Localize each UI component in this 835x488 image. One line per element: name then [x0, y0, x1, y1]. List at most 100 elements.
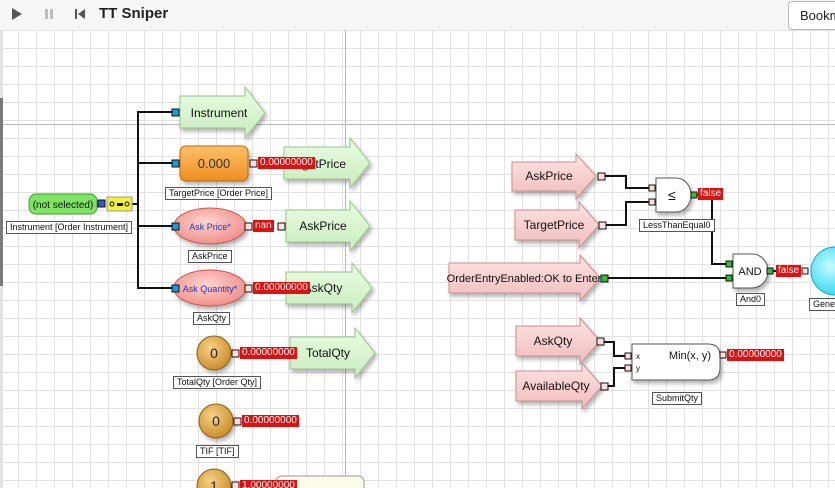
min-node-value: 0.00000000	[727, 349, 784, 361]
scroll-track[interactable]	[0, 30, 3, 488]
ask-qty-in-text: AskQty	[534, 334, 573, 348]
min-port-x-label: x	[636, 352, 640, 361]
instrument-source-label: Instrument [Order Instrument]	[6, 221, 133, 234]
bottom-input-text: 1	[210, 478, 218, 488]
order-entry-text: OrderEntryEnabled:OK to Enter	[447, 273, 602, 285]
app-title: TT Sniper	[99, 5, 169, 22]
port[interactable]	[231, 481, 240, 488]
port[interactable]	[624, 352, 632, 360]
port[interactable]	[725, 260, 733, 268]
port[interactable]	[648, 184, 656, 192]
connector-bar	[117, 203, 123, 206]
ask-price-output-arrow[interactable]	[285, 199, 371, 253]
available-qty-in-text: AvailableQty	[522, 379, 589, 393]
page-divider-vertical	[345, 30, 346, 488]
port[interactable]	[231, 349, 240, 358]
port[interactable]	[801, 267, 809, 275]
bookmark-button[interactable]: Bookm	[788, 1, 835, 30]
wires	[132, 111, 729, 387]
play-icon[interactable]	[11, 7, 23, 21]
order-entry-in-arrow[interactable]	[448, 253, 601, 303]
port[interactable]	[648, 198, 656, 206]
instrument-source-text: (not selected)	[33, 200, 94, 211]
ask-qty-value: 0.00000000	[253, 282, 310, 294]
port[interactable]	[97, 199, 106, 208]
total-qty-input-text: 0	[210, 345, 218, 361]
port[interactable]	[719, 351, 727, 359]
port[interactable]	[171, 222, 180, 231]
target-price-in-text: TargetPrice	[524, 218, 585, 232]
port[interactable]	[690, 191, 698, 199]
ask-qty-output-arrow[interactable]	[285, 261, 373, 315]
total-qty-label: TotalQty [Order Qty]	[173, 376, 262, 389]
step-back-icon[interactable]	[74, 7, 86, 21]
ask-price-label: AskPrice	[188, 250, 232, 263]
port[interactable]	[624, 364, 632, 372]
and-gate-value: false	[776, 265, 802, 277]
instrument-source-node[interactable]	[28, 193, 98, 215]
min-port-y-label: y	[636, 364, 640, 373]
port[interactable]	[171, 159, 180, 168]
connector-dot	[124, 201, 130, 207]
total-qty-output-text: TotalQty	[306, 346, 350, 360]
ask-price-in-arrow[interactable]	[511, 152, 597, 201]
graph-svg: (not selected) Instrument 0.000 rgetPric…	[28, 85, 835, 488]
instrument-output-text: Instrument	[191, 106, 248, 120]
lte-value: false	[698, 188, 724, 200]
page-divider-horizontal	[0, 124, 835, 125]
scroll-thumb[interactable]	[0, 98, 3, 286]
target-price-output-arrow[interactable]	[283, 136, 371, 190]
port[interactable]	[598, 221, 607, 230]
tif-label: TIF [TIF]	[196, 445, 239, 458]
bottom-input-node[interactable]	[196, 468, 232, 488]
target-price-input-node[interactable]	[179, 145, 249, 182]
min-node-label: SubmitQty	[652, 392, 703, 405]
target-price-input-text: 0.000	[198, 156, 231, 171]
port[interactable]	[249, 159, 258, 168]
ask-qty-in-arrow[interactable]	[515, 316, 601, 366]
tif-value: 0.00000000	[242, 415, 299, 427]
lte-symbol: ≤	[668, 187, 676, 203]
generator-node[interactable]	[810, 246, 835, 296]
total-qty-value: 0.00000000	[240, 347, 297, 359]
total-qty-output-arrow[interactable]	[289, 326, 376, 380]
target-price-value: 0.00000000	[258, 157, 315, 169]
ask-price-in-text: AskPrice	[525, 169, 573, 183]
bottom-input-value: 1.00000000	[240, 480, 297, 488]
and-gate-label: And0	[736, 293, 766, 306]
port[interactable]	[600, 274, 609, 283]
toolbar: TT Sniper Bookm	[0, 0, 835, 31]
port[interactable]	[244, 222, 253, 231]
ask-price-output-text: AskPrice	[299, 219, 347, 233]
tif-input-text: 0	[212, 413, 220, 429]
port[interactable]	[766, 267, 774, 275]
available-qty-in-arrow[interactable]	[515, 361, 603, 411]
port[interactable]	[600, 382, 609, 391]
ask-qty-input-text: Ask Quantity*	[183, 284, 238, 294]
ask-price-value: nan	[253, 220, 274, 232]
port[interactable]	[277, 222, 286, 231]
port[interactable]	[597, 172, 606, 181]
port[interactable]	[244, 284, 253, 293]
and-gate-text: AND	[738, 266, 761, 278]
port[interactable]	[171, 108, 180, 117]
target-price-in-arrow[interactable]	[514, 200, 600, 250]
min-node-text: Min(x, y)	[669, 350, 711, 362]
tif-input-node[interactable]	[198, 403, 234, 439]
port[interactable]	[596, 337, 605, 346]
total-qty-input-node[interactable]	[196, 335, 232, 371]
min-node[interactable]	[631, 343, 721, 381]
instrument-output-arrow[interactable]	[179, 85, 266, 140]
port[interactable]	[233, 417, 242, 426]
generator-label: Gene	[809, 298, 835, 311]
graph-canvas[interactable]: (not selected) Instrument 0.000 rgetPric…	[0, 30, 835, 488]
ask-qty-label: AskQty	[193, 312, 231, 325]
ask-price-input-text: Ask Price*	[189, 222, 231, 232]
ask-qty-output-text: AskQty	[304, 281, 343, 295]
lte-label: LessThanEqual0	[639, 219, 715, 232]
port[interactable]	[171, 284, 180, 293]
connector-dot	[109, 201, 115, 207]
pause-icon[interactable]	[43, 7, 55, 21]
target-price-label: TargetPrice [Order Price]	[165, 187, 273, 200]
port[interactable]	[725, 274, 733, 282]
